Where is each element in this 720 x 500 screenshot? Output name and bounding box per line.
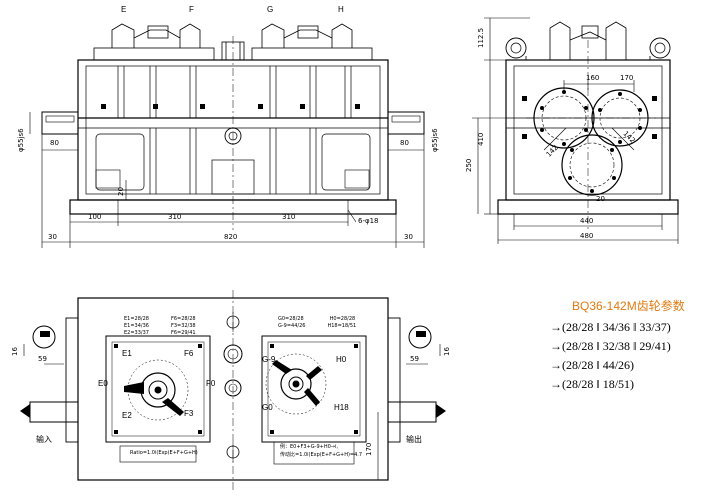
output-label: 输出: [406, 435, 422, 444]
legend-row: →(28/28 ‖ 32/38 ‖ 29/41): [550, 339, 671, 353]
dim-59a: 59: [38, 355, 47, 363]
front-view: [29, 23, 425, 248]
dim-left-diam: φ55js6: [17, 128, 25, 152]
dim-h-410: 410: [477, 132, 485, 146]
dim-left-shaft: 80: [50, 139, 59, 147]
dim-w-440: 440: [580, 217, 594, 225]
table-cell: G0=28/28: [278, 316, 304, 322]
dim-16a: 16: [11, 347, 19, 356]
dim-16b: 16: [443, 347, 451, 356]
label-e: E: [121, 5, 127, 14]
table-cell: F6=29/41: [170, 330, 196, 336]
label-e1: E1: [122, 349, 132, 358]
dim-c-160: 160: [586, 74, 600, 82]
dim-w-480: 480: [580, 232, 594, 240]
input-label: 输入: [36, 435, 52, 444]
label-e0: E0: [98, 379, 108, 388]
table-cell: E1=28/28: [124, 316, 149, 322]
label-f0: F0: [206, 379, 216, 388]
side-view: [472, 17, 679, 244]
label-h0: H0: [336, 355, 347, 364]
label-g0: G0: [262, 403, 273, 412]
dim-end-30b: 30: [404, 233, 413, 241]
dim-seg-310b: 310: [282, 213, 296, 221]
dim-bottom-20: 20: [117, 187, 125, 196]
formula-right-1: 例：E0+F3+G-9+H0→i,: [280, 444, 338, 450]
gear-table-left: E1=28/28 F6=28/28 E1=34/36 F3=32/38 E2=33/…: [124, 316, 196, 337]
dim-seg-100: 100: [88, 213, 102, 221]
dim-total-820: 820: [224, 233, 238, 241]
label-f: F: [189, 5, 194, 14]
dim-b-20: 20: [596, 195, 605, 203]
table-cell: F3=32/38: [170, 323, 196, 329]
dim-end-30a: 30: [48, 233, 57, 241]
label-g: G: [267, 5, 274, 14]
dim-170: 170: [365, 442, 373, 456]
table-cell: F6=28/28: [170, 316, 196, 322]
dim-right-diam: φ55js6: [431, 128, 439, 152]
dim-h-250: 250: [465, 158, 473, 172]
dim-holes: 6-φ18: [358, 217, 379, 225]
legend-row: →(28/28 ‖ 18/51): [550, 377, 635, 391]
table-cell: E1=34/36: [124, 323, 149, 329]
label-g9: G-9: [262, 355, 276, 364]
formula-left: Ratio=1.0i(Exp(E+F+G+H): [130, 450, 198, 456]
table-cell: H0=28/28: [329, 316, 356, 322]
gear-table-right: G0=28/28 H0=28/28 G-9=44/26 H18=18/51: [278, 316, 356, 330]
legend-title: BQ36-142M齿轮参数: [572, 299, 685, 313]
table-cell: G-9=44/26: [278, 323, 306, 329]
dim-seg-310a: 310: [168, 213, 182, 221]
label-h: H: [338, 5, 344, 14]
legend-row: →(28/28 ‖ 44/26): [550, 358, 635, 372]
dim-top-112: 112.5: [477, 27, 485, 48]
plan-view: [20, 290, 446, 490]
dim-right-shaft: 80: [400, 139, 409, 147]
label-e2: E2: [122, 411, 132, 420]
label-f3: F3: [184, 409, 194, 418]
dim-c-170: 170: [620, 74, 634, 82]
dim-59b: 59: [410, 355, 419, 363]
table-cell: E2=33/37: [124, 330, 149, 336]
label-f6: F6: [184, 349, 194, 358]
table-cell: H18=18/51: [327, 323, 357, 329]
label-h18: H18: [334, 403, 349, 412]
formula-right-2: 传动比=1.0i(Exp(E+F+G+H)=4.7: [280, 452, 363, 458]
legend-row: →(28/28 ‖ 34/36 ‖ 33/37): [550, 320, 671, 334]
